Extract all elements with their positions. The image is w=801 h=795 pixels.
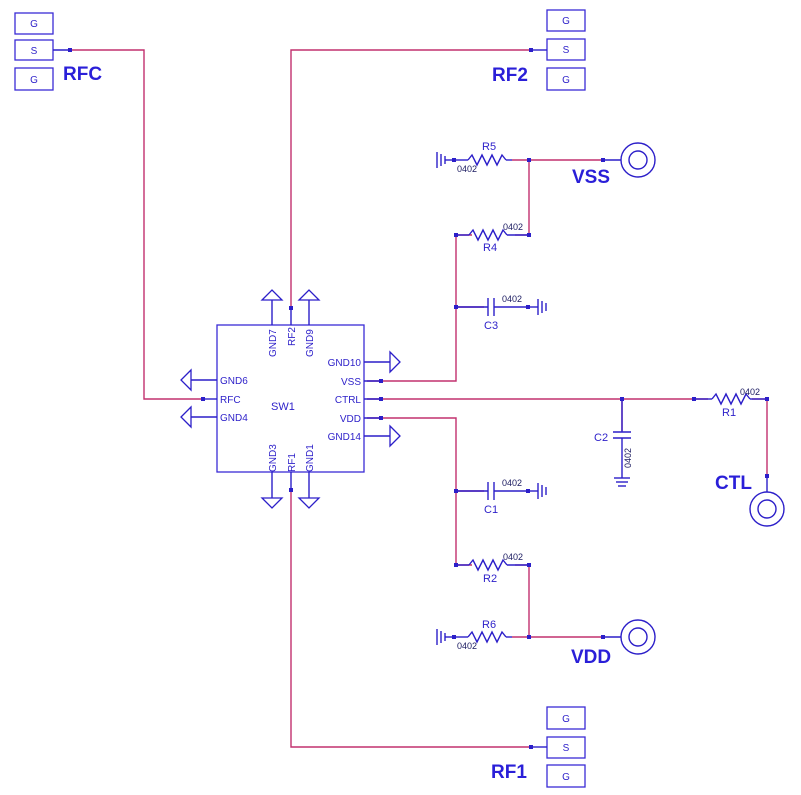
resistor-zigzag-icon [467, 153, 507, 167]
capacitor-c2[interactable]: C2 0402 [594, 397, 633, 487]
rf1-connector-top-ground-label: G [562, 714, 570, 725]
resistor-r2[interactable]: R2 0402 [454, 552, 531, 585]
pin-label-rf2: RF2 [287, 327, 298, 346]
r6-label: R6 [482, 619, 496, 631]
pin-label-gnd1: GND1 [305, 444, 316, 472]
c3-footprint: 0402 [502, 294, 522, 304]
resistor-zigzag-icon [468, 228, 508, 242]
ground-arrow-icon [260, 289, 284, 301]
rfc-connector-top-ground-label: G [30, 19, 38, 30]
r1-label: R1 [722, 407, 736, 419]
rf1-connector[interactable]: G S G [529, 706, 586, 788]
ground-arrow-icon [297, 497, 321, 509]
net-label-rf2: RF2 [492, 65, 528, 86]
resistor-zigzag-icon [468, 558, 508, 572]
resistor-r5[interactable]: R5 0402 [436, 141, 531, 174]
rf2-connector[interactable]: G S G [529, 9, 586, 91]
resistor-r4[interactable]: R4 0402 [454, 222, 531, 254]
rf1-connector-signal-label: S [563, 743, 570, 754]
pin-label-gnd3: GND3 [268, 444, 279, 472]
capacitor-c3[interactable]: C3 0402 [454, 294, 547, 332]
net-label-rf1: RF1 [491, 762, 527, 783]
ground-arrow-icon [180, 368, 192, 392]
resistor-zigzag-icon [711, 392, 751, 406]
r1-footprint: 0402 [740, 387, 760, 397]
c3-label: C3 [484, 320, 498, 332]
ground-arrow-icon [180, 405, 192, 429]
rfc-connector-signal-label: S [31, 46, 38, 57]
net-label-ctl: CTL [715, 473, 752, 494]
ground-arrow-icon [389, 350, 401, 374]
rf2-connector-top-ground-label: G [562, 16, 570, 27]
pin-label-gnd9: GND9 [305, 329, 316, 357]
pin-label-vss: VSS [341, 377, 361, 388]
resistor-r1[interactable]: R1 0402 [692, 387, 769, 419]
net-label-vdd: VDD [571, 647, 611, 668]
resistor-zigzag-icon [467, 630, 507, 644]
r5-footprint: 0402 [457, 164, 477, 174]
pin-label-rfc: RFC [220, 395, 241, 406]
rf1-connector-bottom-ground-label: G [562, 772, 570, 783]
r4-footprint: 0402 [503, 222, 523, 232]
r6-footprint: 0402 [457, 641, 477, 651]
c2-label: C2 [594, 432, 608, 444]
c1-label: C1 [484, 504, 498, 516]
rf2-connector-bottom-ground-label: G [562, 75, 570, 86]
c1-footprint: 0402 [502, 478, 522, 488]
ground-arrow-icon [260, 497, 284, 509]
pin-label-ctrl: CTRL [335, 395, 362, 406]
r5-label: R5 [482, 141, 496, 153]
wires [70, 49, 768, 748]
pin-label-rf1: RF1 [287, 453, 298, 472]
rfc-connector-bottom-ground-label: G [30, 75, 38, 86]
rfc-connector[interactable]: G S G [14, 12, 72, 91]
net-label-vss: VSS [572, 167, 610, 188]
ground-arrow-icon [389, 424, 401, 448]
vdd-test-point[interactable] [601, 619, 656, 655]
capacitor-c1[interactable]: C1 0402 [454, 478, 547, 516]
r4-label: R4 [483, 242, 497, 254]
net-label-rfc: RFC [63, 64, 102, 85]
pin-label-gnd10: GND10 [328, 358, 362, 369]
vss-test-point[interactable] [601, 142, 656, 178]
r2-footprint: 0402 [503, 552, 523, 562]
ctl-test-point[interactable] [749, 474, 785, 527]
ground-arrow-icon [297, 289, 321, 301]
rf2-connector-signal-label: S [563, 45, 570, 56]
pin-label-gnd6: GND6 [220, 376, 248, 387]
r2-label: R2 [483, 573, 497, 585]
c2-footprint: 0402 [623, 448, 633, 468]
pin-label-gnd14: GND14 [328, 432, 362, 443]
pin-label-gnd7: GND7 [268, 329, 279, 357]
resistor-r6[interactable]: R6 0402 [436, 619, 531, 651]
ic-reference-label: SW1 [271, 401, 295, 413]
pin-label-vdd: VDD [340, 414, 361, 425]
pin-label-gnd4: GND4 [220, 413, 248, 424]
sw1-ic[interactable]: GND7 RF2 GND9 GND3 RF1 GND1 GND6 RFC GND… [180, 289, 401, 509]
